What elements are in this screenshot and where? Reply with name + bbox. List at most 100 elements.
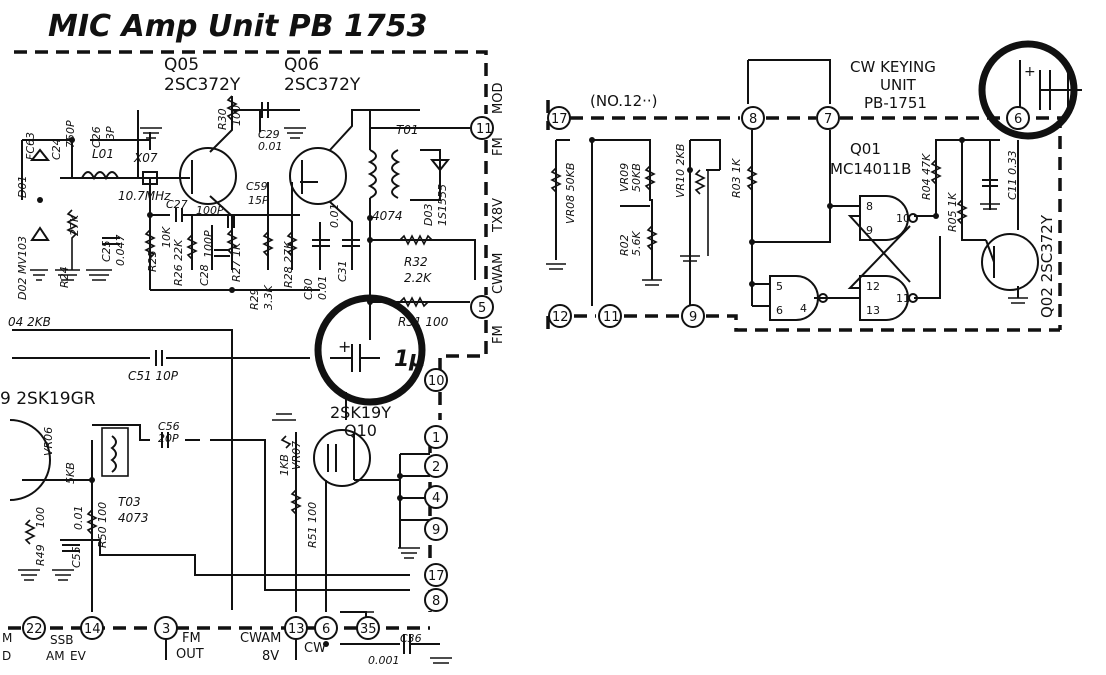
svg-text:750P: 750P — [64, 120, 77, 148]
junction-dots-right — [589, 137, 965, 287]
svg-text:R05 1K: R05 1K — [946, 192, 959, 232]
r51-resistor-symbol — [290, 489, 302, 515]
pin-35: 35 — [356, 616, 380, 640]
svg-text:8: 8 — [432, 594, 440, 609]
pin-r9: 9 — [681, 304, 705, 328]
svg-text:C30: C30 — [302, 278, 315, 300]
vr07-potentiometer-symbol — [280, 435, 292, 449]
big-cap-value: 1μ — [394, 347, 426, 372]
svg-text:FM: FM — [491, 325, 506, 344]
r24-resistor-symbol — [66, 209, 78, 270]
q06-transistor-symbol — [289, 147, 347, 205]
svg-text:7: 7 — [824, 112, 832, 127]
svg-text:5KB: 5KB — [64, 462, 77, 484]
cw-unit-title-3: PB-1751 — [864, 94, 927, 112]
svg-text:0.001: 0.001 — [368, 654, 400, 667]
svg-text:X07: X07 — [133, 151, 158, 165]
q10-part: 2SK19Y — [330, 403, 391, 422]
svg-text:R32: R32 — [404, 255, 428, 269]
r29-resistor-symbol — [262, 231, 274, 257]
svg-text:+: + — [1024, 64, 1036, 80]
c25-capacitor-symbol — [102, 237, 120, 245]
pin-r7: 7 — [816, 106, 840, 130]
svg-text:17: 17 — [428, 569, 445, 584]
svg-text:R50 100: R50 100 — [96, 502, 109, 548]
svg-text:10.7MHz: 10.7MHz — [118, 189, 171, 203]
pin-14: 14 — [80, 616, 104, 640]
cw-keying-unit-border — [546, 100, 1062, 336]
svg-text:5: 5 — [776, 280, 783, 293]
r49-resistor-symbol — [24, 519, 36, 545]
svg-text:4074: 4074 — [372, 209, 403, 223]
c55-capacitor-symbol — [62, 544, 80, 552]
svg-text:R51 100: R51 100 — [306, 502, 319, 548]
svg-text:D: D — [2, 649, 11, 663]
svg-text:11: 11 — [476, 122, 493, 137]
svg-text:1: 1 — [432, 431, 440, 446]
svg-text:C36: C36 — [400, 632, 422, 645]
pin-8: 8 — [424, 588, 448, 612]
diagram-title: MIC Amp Unit PB 1753 — [48, 9, 427, 44]
svg-text:22: 22 — [26, 622, 43, 637]
svg-text:0.047: 0.047 — [114, 235, 127, 267]
svg-text:13: 13 — [288, 622, 305, 637]
highlight-ring-capacitor: + 1μ — [314, 294, 426, 406]
d01-diode-symbol — [29, 148, 51, 161]
ground-symbols-right — [546, 170, 1028, 304]
svg-text:TX8V: TX8V — [491, 198, 506, 233]
pin-4: 4 — [424, 485, 448, 509]
svg-text:D02 MV103: D02 MV103 — [16, 236, 29, 300]
pin-2: 2 — [424, 454, 448, 478]
t03-coil-symbol — [110, 435, 117, 473]
svg-text:R31 100: R31 100 — [398, 315, 449, 329]
svg-text:C51 10P: C51 10P — [128, 369, 179, 383]
r50-resistor-symbol — [86, 509, 98, 535]
pin-5: 5 — [470, 295, 494, 319]
svg-text:R02: R02 — [618, 234, 631, 256]
q05-transistor-symbol — [179, 147, 237, 205]
pin-13: 13 — [284, 616, 308, 640]
svg-text:R29: R29 — [248, 288, 261, 310]
svg-text:4073: 4073 — [118, 511, 149, 525]
svg-text:VR07: VR07 — [290, 441, 303, 470]
q09-transistor-symbol — [9, 419, 51, 501]
svg-text:2: 2 — [432, 460, 440, 475]
svg-text:0.01: 0.01 — [258, 140, 283, 153]
highlight-ring-keying: + — [978, 40, 1082, 140]
ic-ref: Q01 — [850, 140, 881, 158]
svg-text:C25: C25 — [100, 240, 113, 262]
svg-text:C31: C31 — [336, 260, 349, 282]
r32-resistor-symbol — [399, 234, 433, 246]
svg-text:4: 4 — [432, 491, 440, 506]
pins-right: 17 8 7 6 12 11 9 — [547, 106, 1030, 328]
svg-text:17: 17 — [551, 112, 568, 127]
pin-10: 10 — [424, 368, 448, 392]
pin-3: 3 — [154, 616, 178, 640]
r30-resistor-symbol — [226, 95, 238, 121]
svg-text:3P: 3P — [104, 126, 117, 140]
svg-text:0.01: 0.01 — [316, 276, 329, 301]
nand-gate-2 — [859, 195, 909, 241]
svg-text:4: 4 — [800, 302, 807, 315]
svg-text:10: 10 — [896, 212, 910, 225]
svg-text:35: 35 — [360, 622, 377, 637]
pin-r11: 11 — [598, 304, 622, 328]
svg-text:0.01: 0.01 — [328, 204, 341, 229]
svg-text:1S1555: 1S1555 — [436, 184, 449, 226]
c30-capacitor-symbol — [312, 239, 330, 247]
svg-text:D03: D03 — [422, 204, 435, 226]
vr09-potentiometer-symbol — [644, 165, 656, 191]
junction-dots-left — [37, 137, 403, 647]
svg-text:50KB: 50KB — [630, 163, 643, 192]
svg-text:C59: C59 — [246, 180, 268, 193]
svg-text:+: + — [338, 337, 351, 356]
svg-text:1KB: 1KB — [278, 454, 291, 476]
c59-capacitor-symbol — [227, 215, 235, 228]
svg-text:100P: 100P — [202, 230, 215, 258]
svg-text:VR10 2KB: VR10 2KB — [674, 144, 687, 198]
svg-text:3: 3 — [162, 622, 170, 637]
svg-text:C27: C27 — [166, 198, 188, 211]
svg-text:10K: 10K — [160, 226, 173, 248]
svg-text:D01: D01 — [16, 176, 29, 198]
labels-right: CW KEYING UNIT PB-1751 (NO.12··) Q01 MC1… — [564, 58, 1056, 318]
